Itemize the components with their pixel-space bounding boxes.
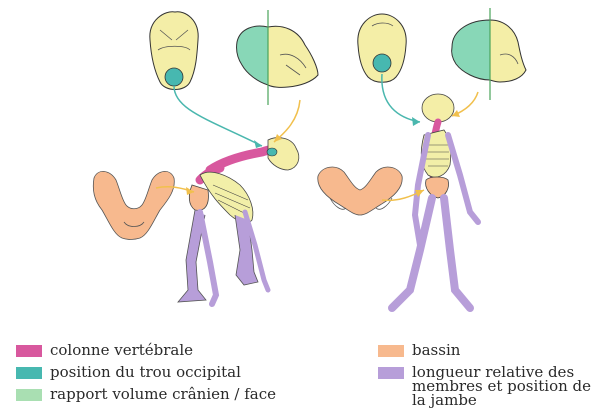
legend-label: bassin <box>412 343 460 357</box>
human-skull-side-view <box>452 8 526 100</box>
legend-item-cranial-face-ratio: rapport volume crânien / face <box>16 387 276 401</box>
legend-item-limbs: longueur relative des membres et positio… <box>378 365 593 407</box>
legend-label: position du trou occipital <box>50 365 241 379</box>
legend-swatch-orange <box>378 345 404 357</box>
legend-item-pelvis: bassin <box>378 343 460 357</box>
human-skeleton <box>392 94 478 308</box>
legend-swatch-pink <box>16 345 42 357</box>
legend-label: rapport volume crânien / face <box>50 387 276 401</box>
legend-label: colonne vertébrale <box>50 343 193 357</box>
legend-item-foramen-position: position du trou occipital <box>16 365 241 379</box>
ape-skeleton <box>178 138 299 304</box>
legend-swatch-green <box>16 389 42 401</box>
legend-label: longueur relative des membres et positio… <box>412 365 593 407</box>
ape-skull-side-view <box>237 10 318 105</box>
legend-swatch-teal <box>16 367 42 379</box>
human-foramen-magnum <box>373 54 391 72</box>
human-pelvis <box>318 167 402 215</box>
legend-swatch-purple <box>378 367 404 379</box>
ape-foramen-magnum <box>165 68 183 86</box>
ape-pelvis <box>93 171 174 239</box>
legend-item-vertebral-column: colonne vertébrale <box>16 343 193 357</box>
